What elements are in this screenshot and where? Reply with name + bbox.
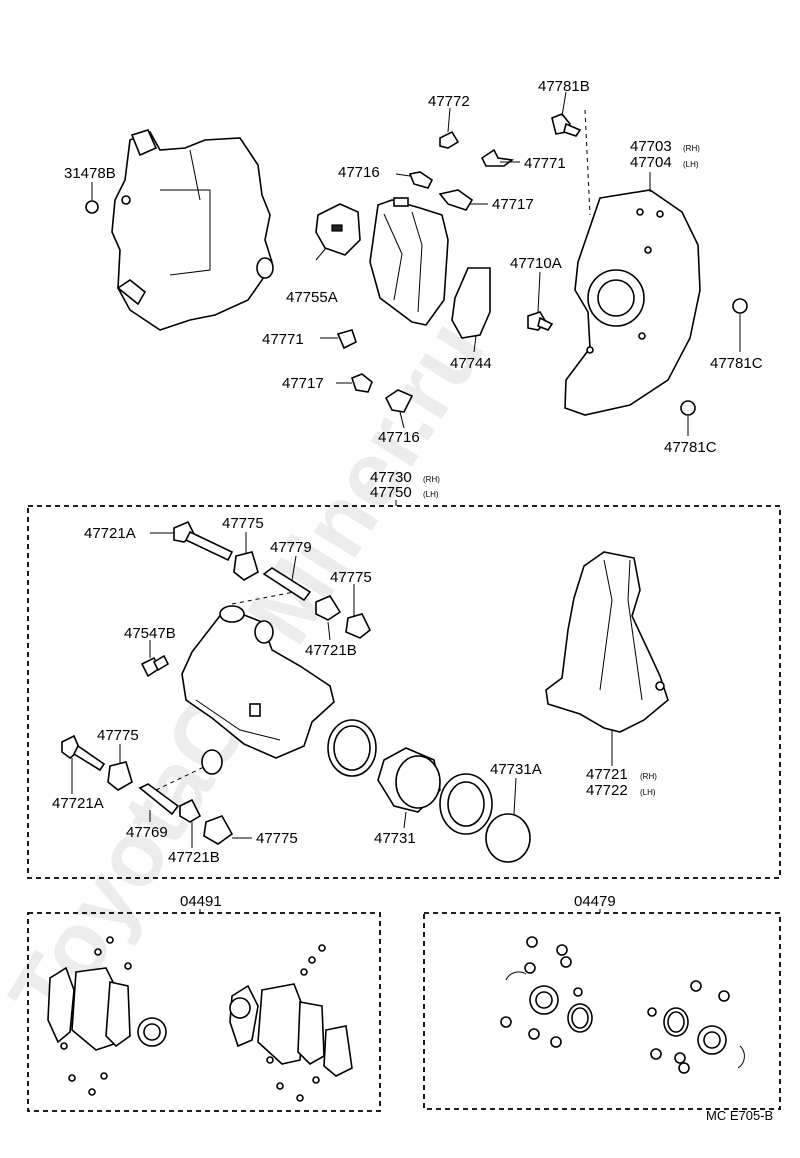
part-31478B-illustration xyxy=(85,200,99,214)
label-47704-suffix: (LH) xyxy=(683,160,699,169)
label-47722: 47722 xyxy=(586,782,628,799)
part-47721B-a-illustration xyxy=(315,594,342,621)
label-47750: 47750 xyxy=(370,484,412,501)
label-kit-04479: 04479 xyxy=(574,893,616,910)
label-47710A: 47710A xyxy=(510,255,562,272)
label-47730: 47730 xyxy=(370,469,412,486)
part-47731A-illustration xyxy=(485,813,531,863)
part-47772-illustration xyxy=(439,130,460,149)
label-47703: 47703 xyxy=(630,138,672,155)
part-47775-c-illustration xyxy=(107,761,133,791)
brake-pad-inner-illustration xyxy=(369,197,449,326)
label-47730-suffix: (RH) xyxy=(423,475,440,484)
label-47744: 47744 xyxy=(450,355,492,372)
label-47704: 47704 xyxy=(630,154,672,171)
label-47717-mid: 47717 xyxy=(282,375,324,392)
label-47716-mid: 47716 xyxy=(378,429,420,446)
part-47716-top-illustration xyxy=(408,171,434,189)
part-47775-b-illustration xyxy=(345,613,372,639)
part-47755A-illustration xyxy=(315,203,361,256)
part-47717-mid-illustration xyxy=(351,373,373,393)
label-47781B: 47781B xyxy=(538,78,590,95)
label-47775-b: 47775 xyxy=(330,569,372,586)
label-47547B: 47547B xyxy=(124,625,176,642)
part-47781B-illustration xyxy=(551,113,582,137)
part-piston-seal-illustration xyxy=(327,719,377,777)
label-47721B-b: 47721B xyxy=(168,849,220,866)
label-47781C-a: 47781C xyxy=(710,355,763,372)
label-47716-top: 47716 xyxy=(338,164,380,181)
label-47775-a: 47775 xyxy=(222,515,264,532)
part-47721A-top-illustration xyxy=(173,520,234,562)
top-leader-lines xyxy=(91,91,741,436)
part-47703-dust-shield-illustration xyxy=(564,189,701,416)
middle-leader-lines xyxy=(71,532,613,848)
label-47755A: 47755A xyxy=(286,289,338,306)
label-47750-suffix: (LH) xyxy=(423,490,439,499)
label-47721-suffix: (RH) xyxy=(640,772,657,781)
caliper-assembly-frame xyxy=(27,505,781,879)
label-47721A-top: 47721A xyxy=(84,525,136,542)
caliper-body-illustration xyxy=(181,605,335,775)
part-47716-mid-illustration xyxy=(384,389,414,413)
part-47771-top-illustration xyxy=(480,148,515,167)
label-47731: 47731 xyxy=(374,830,416,847)
part-47721B-b-illustration xyxy=(179,798,202,823)
label-47772: 47772 xyxy=(428,93,470,110)
part-47744-illustration xyxy=(451,267,491,339)
part-47779-illustration xyxy=(262,567,312,602)
label-47779: 47779 xyxy=(270,539,312,556)
caliper-housing-illustration xyxy=(111,129,274,331)
label-47781C-b: 47781C xyxy=(664,439,717,456)
part-47721A-bottom-illustration xyxy=(61,734,106,772)
label-47721A-bottom: 47721A xyxy=(52,795,104,812)
diagram-code: MC E705-B xyxy=(706,1108,773,1123)
part-boot-illustration xyxy=(439,773,493,835)
part-47769-illustration xyxy=(138,783,180,816)
part-47731-illustration xyxy=(377,747,441,813)
part-47775-d-illustration xyxy=(203,815,234,845)
label-47775-d: 47775 xyxy=(256,830,298,847)
label-47703-suffix: (RH) xyxy=(683,144,700,153)
kit-04491-parts-illustration xyxy=(47,936,353,1102)
dashed-guide-upper xyxy=(231,591,295,605)
label-47722-suffix: (LH) xyxy=(640,788,656,797)
label-47771-mid: 47771 xyxy=(262,331,304,348)
label-47775-c: 47775 xyxy=(97,727,139,744)
part-47771-mid-illustration xyxy=(336,329,357,350)
label-kit-04491: 04491 xyxy=(180,893,222,910)
part-47547B-illustration xyxy=(140,654,170,678)
label-31478B: 31478B xyxy=(64,165,116,182)
label-47771-top: 47771 xyxy=(524,155,566,172)
part-47775-a-illustration xyxy=(233,551,259,581)
label-47721B-a: 47721B xyxy=(305,642,357,659)
part-47717-top-illustration xyxy=(438,189,474,211)
dashed-guide-lower xyxy=(155,765,207,791)
label-47717-top: 47717 xyxy=(492,196,534,213)
kit-04479-parts-illustration xyxy=(500,936,745,1074)
kit-04479-frame xyxy=(423,912,781,1110)
part-47781C-a-illustration xyxy=(732,298,748,314)
label-47731A: 47731A xyxy=(490,761,542,778)
part-47781C-b-illustration xyxy=(680,400,696,416)
label-47769: 47769 xyxy=(126,824,168,841)
part-47710A-illustration xyxy=(527,311,554,331)
label-47721: 47721 xyxy=(586,766,628,783)
part-47721-bracket-illustration xyxy=(545,551,669,733)
kit-04491-frame xyxy=(27,912,381,1112)
